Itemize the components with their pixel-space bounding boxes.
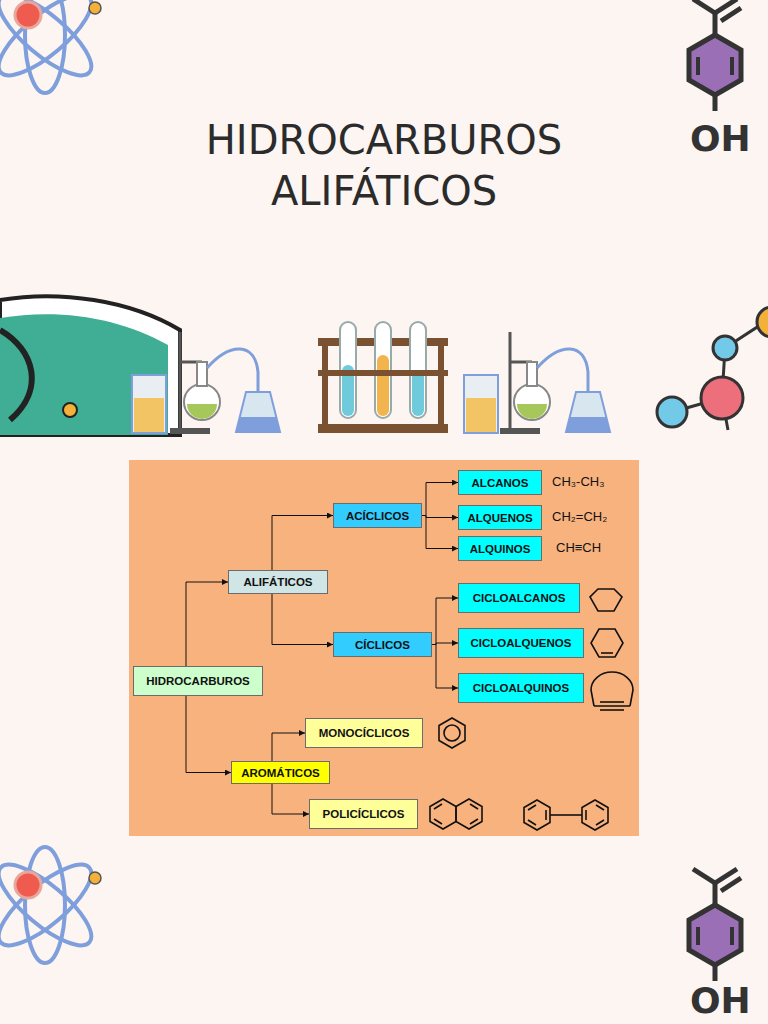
diagram-panel — [129, 460, 639, 836]
category-box: ALIFÁTICOS — [228, 570, 328, 594]
chemical-formula: CH₃-CH₃ — [552, 474, 604, 489]
connector-arrow — [272, 784, 309, 814]
category-box: CICLOALQUINOS — [458, 673, 584, 703]
test-tube-rack — [318, 322, 448, 433]
category-box: CICLOALQUENOS — [458, 628, 584, 658]
connector-arrow — [432, 598, 458, 645]
connector-arrow — [422, 483, 458, 516]
connector-arrow — [186, 582, 228, 666]
category-box: ALQUENOS — [458, 505, 542, 530]
box-label: CICLOALCANOS — [473, 592, 566, 604]
box-label: ACÍCLICOS — [346, 510, 409, 522]
box-label: ALQUINOS — [470, 543, 531, 555]
box-label: CICLOALQUINOS — [473, 682, 569, 694]
category-box: POLICÍCLICOS — [309, 799, 418, 829]
category-box: HIDROCARBUROS — [133, 666, 263, 696]
box-label: HIDROCARBUROS — [146, 675, 250, 687]
category-box: CICLOALCANOS — [458, 583, 580, 613]
box-label: ALCANOS — [472, 477, 529, 489]
box-label: CÍCLICOS — [355, 639, 410, 651]
connector-arrow — [272, 733, 305, 761]
box-label: POLICÍCLICOS — [323, 808, 405, 820]
box-label: MONOCÍCLICOS — [319, 727, 410, 739]
category-box: AROMÁTICOS — [231, 761, 330, 784]
ring-structures — [430, 589, 633, 830]
molecule-icon — [657, 307, 768, 430]
box-label: CICLOALQUENOS — [471, 637, 572, 649]
category-box: CÍCLICOS — [333, 632, 432, 657]
category-box: ALCANOS — [458, 470, 542, 495]
box-label: ALIFÁTICOS — [244, 576, 313, 588]
connector-arrow — [422, 516, 458, 549]
gauge-outline — [0, 296, 180, 435]
connector-arrow — [272, 594, 333, 645]
hydroxyl-label: OH — [690, 980, 751, 1021]
connector-arrow — [272, 516, 333, 571]
box-label: AROMÁTICOS — [241, 767, 320, 779]
chemical-formula: CH≡CH — [556, 540, 601, 555]
connector-arrow — [186, 696, 231, 773]
category-box: ALQUINOS — [458, 536, 542, 561]
connector-arrow — [432, 645, 458, 689]
category-box: MONOCÍCLICOS — [305, 718, 423, 748]
box-label: ALQUENOS — [467, 512, 532, 524]
hydroxyl-label: OH — [690, 118, 751, 159]
category-box: ACÍCLICOS — [333, 503, 422, 528]
chemical-formula: CH₂=CH₂ — [552, 509, 607, 524]
connector-arrow — [422, 516, 458, 518]
page-title: HIDROCARBUROS ALIFÁTICOS — [164, 115, 604, 217]
